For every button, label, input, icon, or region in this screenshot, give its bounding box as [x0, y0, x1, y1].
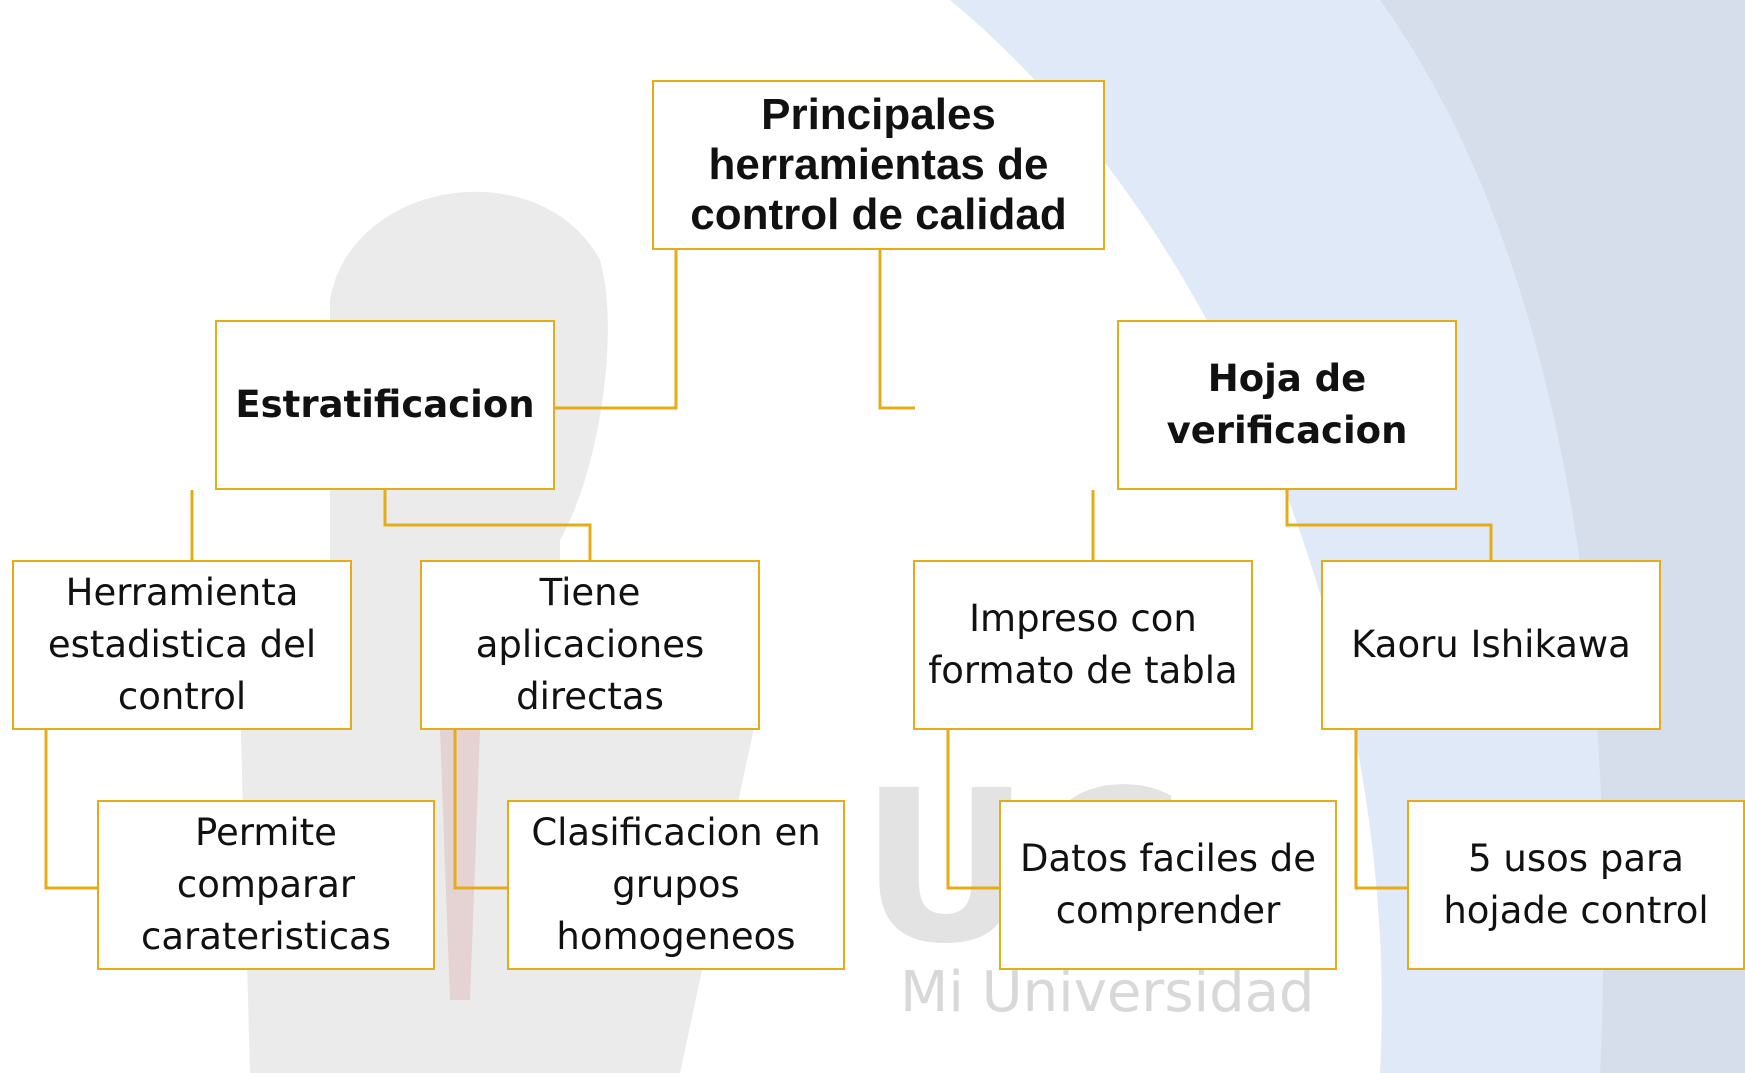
datos-faciles-node: Datos faciles de comprender [999, 800, 1337, 970]
connector-tiene-clasificacion [453, 730, 507, 890]
connector-impreso-datos [946, 730, 999, 890]
datos-faciles-label: Datos faciles de comprender [1020, 837, 1316, 932]
watermark-tagline: Mi Universidad [900, 960, 1315, 1025]
hoja-verificacion-label: Hoja de verificacion [1166, 357, 1408, 452]
connector-kaoru-usos [1354, 730, 1407, 890]
tie-shape [440, 730, 480, 1000]
connector-root-estratificacion [555, 250, 678, 410]
impreso-label: Impreso con formato de tabla [928, 597, 1238, 692]
root-label: Principales herramientas de control de c… [690, 90, 1067, 239]
kaoru-node: Kaoru Ishikawa [1321, 560, 1661, 730]
estratificacion-label: Estratificacion [235, 383, 535, 426]
hoja-verificacion-node: Hoja de verificacion [1117, 320, 1457, 490]
permite-comparar-node: Permite comparar carateristicas [97, 800, 435, 970]
cinco-usos-label: 5 usos para hojade control [1443, 837, 1709, 932]
herramienta-label: Herramienta estadistica del control [47, 571, 317, 718]
root-node: Principales herramientas de control de c… [652, 80, 1105, 250]
tiene-aplicaciones-node: Tiene aplicaciones directas [420, 560, 760, 730]
connector-herramienta-permite [44, 730, 97, 890]
clasificacion-node: Clasificacion en grupos homogeneos [507, 800, 845, 970]
connector-hoja-kaoru [1285, 490, 1493, 560]
clasificacion-label: Clasificacion en grupos homogeneos [531, 811, 821, 958]
permite-comparar-label: Permite comparar carateristicas [140, 811, 392, 958]
tiene-aplicaciones-label: Tiene aplicaciones directas [475, 571, 705, 718]
connector-root-hoja [878, 250, 915, 410]
estratificacion-node: Estratificacion [215, 320, 555, 490]
connector-estratificacion-tiene [383, 490, 592, 560]
impreso-node: Impreso con formato de tabla [913, 560, 1253, 730]
herramienta-node: Herramienta estadistica del control [12, 560, 352, 730]
cinco-usos-node: 5 usos para hojade control [1407, 800, 1745, 970]
kaoru-label: Kaoru Ishikawa [1351, 623, 1631, 666]
